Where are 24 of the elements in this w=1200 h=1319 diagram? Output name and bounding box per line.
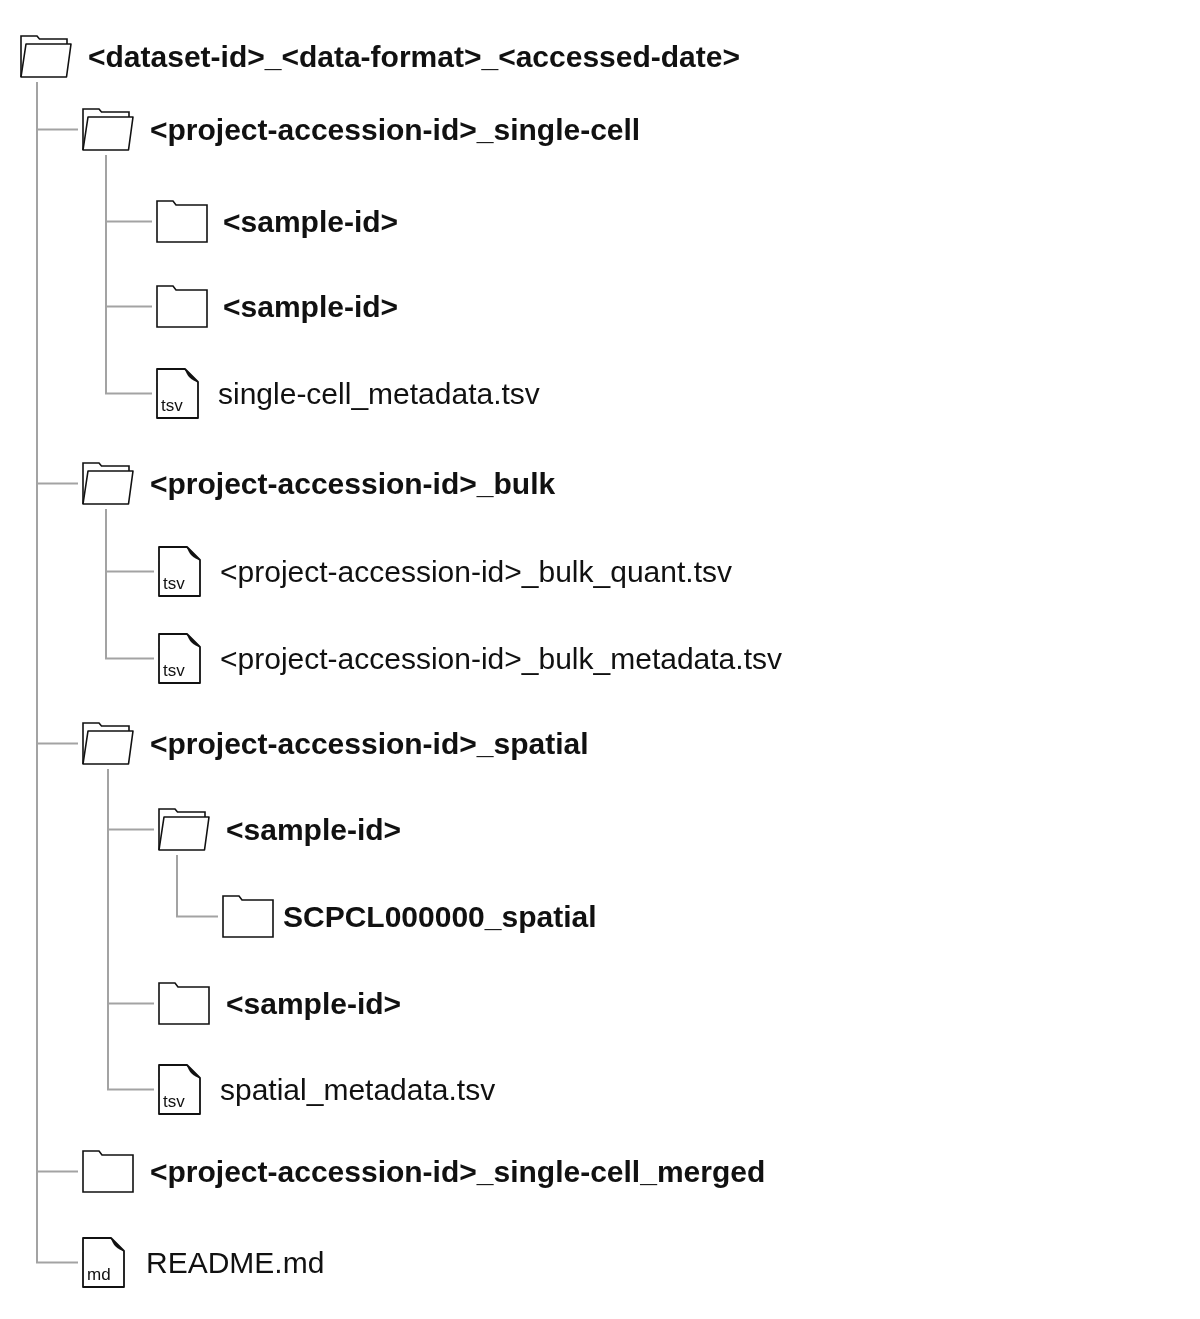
file-name: single-cell_metadata.tsv (218, 375, 540, 412)
folder-name: <project-accession-id>_single-cell_merged (150, 1153, 766, 1190)
file-extension-label: tsv (163, 1093, 185, 1110)
folder-name: <project-accession-id>_spatial (150, 725, 589, 762)
tree-line (176, 854, 219, 918)
folder-name: <sample-id> (223, 288, 399, 325)
folder-name: <sample-id> (226, 811, 402, 848)
folder-name: <project-accession-id>_bulk (150, 465, 556, 502)
folder-name: <sample-id> (223, 203, 399, 240)
file-name: spatial_metadata.tsv (220, 1071, 496, 1108)
file-extension-label: md (87, 1266, 111, 1283)
file-extension-label: tsv (161, 397, 183, 414)
folder-name: SCPCL000000_spatial (283, 898, 597, 935)
folder-name: <sample-id> (226, 985, 402, 1022)
tree-line (107, 768, 155, 1091)
folder-name: <dataset-id>_<data-format>_<accessed-date> (88, 38, 740, 75)
file-name: <project-accession-id>_bulk_quant.tsv (220, 553, 732, 590)
tree-line (105, 508, 155, 660)
folder-name: <project-accession-id>_single-cell (150, 111, 641, 148)
file-extension-label: tsv (163, 662, 185, 679)
file-name: README.md (146, 1244, 325, 1281)
file-name: <project-accession-id>_bulk_metadata.tsv (220, 640, 782, 677)
tree-line (105, 154, 153, 395)
file-extension-label: tsv (163, 575, 185, 592)
